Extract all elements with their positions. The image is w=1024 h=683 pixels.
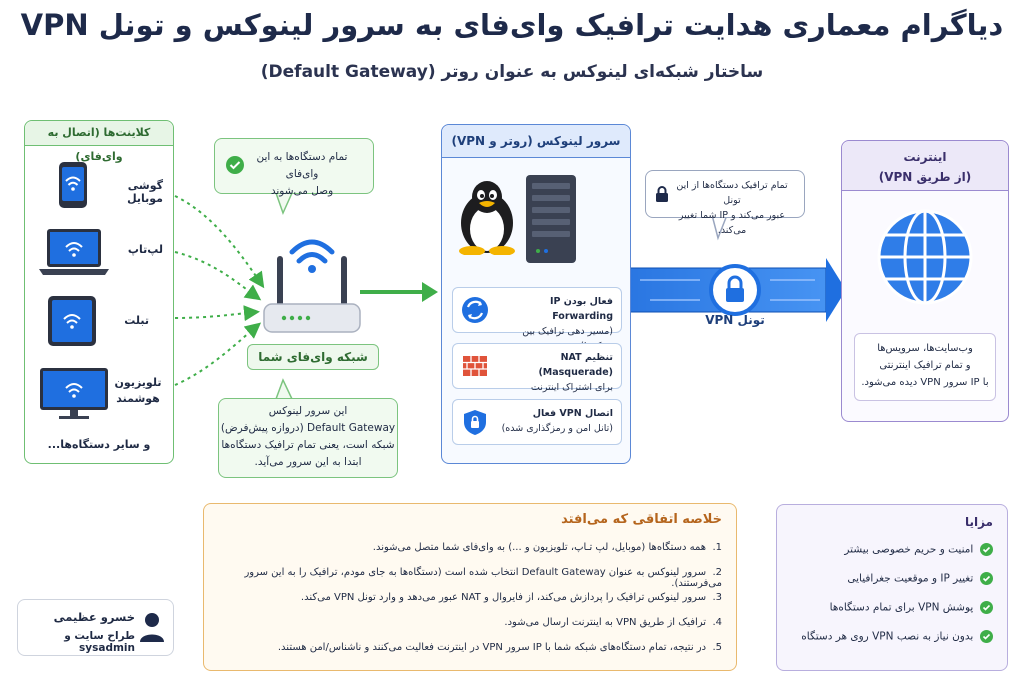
summary-panel: خلاصه اتفاقی که می‌افتد 1. همه دستگاه‌ها… <box>203 503 737 671</box>
vpn-tunnel <box>629 258 846 322</box>
wifi-network-label: شبکه وای‌فای شما <box>247 344 379 370</box>
internet-info-box: وب‌سایت‌ها، سرویس‌ها و تمام ترافیک اینتر… <box>854 333 996 401</box>
ip-forwarding-feature: فعال بودن IP Forwarding (مسیر دهی ترافیک… <box>452 287 622 352</box>
client-to-router-lines <box>174 195 265 386</box>
tablet-icon <box>48 296 96 346</box>
advantages-title: مزایا <box>964 515 993 529</box>
client-label-tablet: تبلت <box>124 314 149 327</box>
client-label-laptop: لپ‌تاپ <box>127 243 163 256</box>
linux-server-panel: سرور لینوکس (روتر و VPN) فعال بودن IP Fo… <box>441 124 631 464</box>
server-header: سرور لینوکس (روتر و VPN) <box>442 125 630 158</box>
page-subtitle: ساختار شبکه‌ای لینوکس به عنوان روتر (Def… <box>260 62 764 82</box>
check-circle-icon <box>980 630 993 643</box>
author-card: خسرو عظیمی طراح سایت و sysadmin <box>17 599 174 656</box>
summary-item: 5. در نتیجه، تمام دستگاه‌های شبکه شما با… <box>277 642 722 653</box>
routing-arrows-icon <box>462 297 488 323</box>
advantage-item: تغییر IP و موقعیت جغرافیایی <box>793 572 993 585</box>
vpn-active-feature: اتصال VPN فعال (تانل امن و رمزگذاری شده) <box>452 399 622 445</box>
firewall-icon <box>463 356 487 376</box>
shield-icon <box>464 410 486 435</box>
wifi-connect-bubble: تمام دستگاه‌ها به این وای‌فای وصل می‌شون… <box>214 138 374 197</box>
author-role: طراح سایت و sysadmin <box>64 630 135 654</box>
clients-panel: کلاینت‌ها (اتصال به وای‌فای) گوشی موبایل… <box>24 120 174 464</box>
smart-tv-icon <box>40 368 108 419</box>
author-name: خسرو عظیمی <box>53 610 135 624</box>
lock-icon <box>656 186 668 202</box>
summary-title: خلاصه اتفاقی که می‌افتد <box>561 512 722 527</box>
summary-item: 4. ترافیک از طریق VPN به اینترنت ارسال م… <box>504 617 722 628</box>
check-circle-icon <box>980 543 993 556</box>
more-devices-text: و سایر دستگاه‌ها... <box>47 438 151 451</box>
check-circle-icon <box>980 601 993 614</box>
vpn-tunnel-label: تونل VPN <box>705 313 765 327</box>
client-label-tv: تلویزیون هوشمند <box>114 376 162 405</box>
client-label-phone: گوشی موبایل <box>127 179 163 205</box>
router-to-server-arrow <box>360 282 438 302</box>
summary-item: 3. سرور لینوکس ترافیک را پردازش می‌کند، … <box>300 592 722 603</box>
check-circle-icon <box>226 156 244 174</box>
nat-feature: تنظیم NAT (Masquerade) برای اشتراک اینتر… <box>452 343 622 393</box>
clients-header: کلاینت‌ها (اتصال به وای‌فای) <box>25 121 173 163</box>
gateway-info-bubble: این سرور لینوکس Default Gateway (دروازه … <box>218 398 398 478</box>
internet-header: اینترنت (از طریق VPN) <box>842 141 1008 191</box>
tunnel-info-bubble: تمام ترافیک دستگاه‌ها از این تونل عبور م… <box>645 170 805 236</box>
advantage-item: بدون نیاز به نصب VPN روی هر دستگاه <box>793 630 993 643</box>
check-circle-icon <box>980 572 993 585</box>
smartphone-icon <box>59 162 87 208</box>
summary-item: 1. همه دستگاه‌ها (موبایل، لپ تـاپ، تلویز… <box>372 542 722 553</box>
advantage-item: پوشش VPN برای تمام دستگاه‌ها <box>793 601 993 614</box>
wifi-router-icon <box>263 239 361 333</box>
summary-item: 2. سرور لینوکس به عنوان Default Gateway … <box>244 567 722 589</box>
internet-panel: اینترنت (از طریق VPN) وب‌سایت‌ها، سرویس‌… <box>841 140 1009 422</box>
advantages-panel: مزایا امنیت و حریم خصوصی بیشتر تغییر IP … <box>776 504 1008 671</box>
user-avatar-icon <box>140 613 164 642</box>
server-tower-icon <box>526 175 576 263</box>
laptop-icon <box>39 229 109 275</box>
advantage-item: امنیت و حریم خصوصی بیشتر <box>793 543 993 556</box>
globe-icon <box>877 209 973 305</box>
page-title: دیاگرام معماری هدایت ترافیک وای‌فای به س… <box>20 8 1004 42</box>
linux-tux-icon <box>459 181 515 255</box>
